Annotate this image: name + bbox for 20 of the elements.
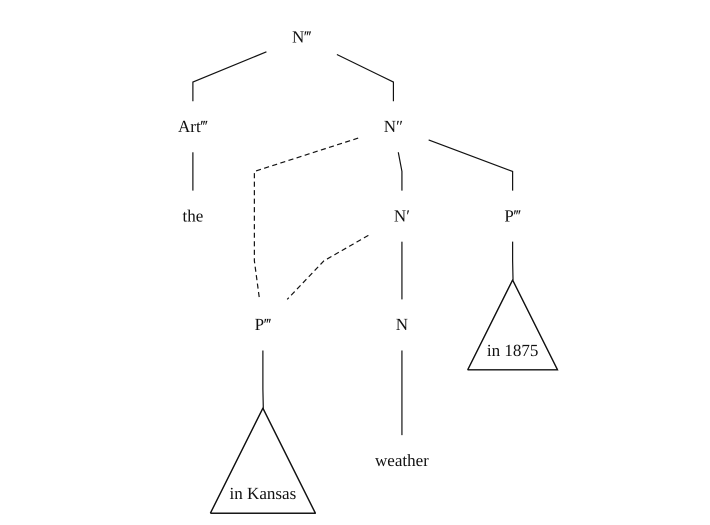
connector [428, 139, 514, 191]
node-text: the [182, 206, 204, 226]
connector [254, 138, 358, 300]
node-text: N [396, 316, 408, 334]
connector [401, 350, 403, 436]
connector [286, 234, 369, 300]
node-text: N‴ [292, 28, 312, 47]
connector [398, 152, 403, 191]
node-text: N″ [384, 117, 404, 136]
node-text: P‴ [504, 206, 521, 226]
connector [512, 242, 514, 280]
node-text: P‴ [254, 316, 272, 334]
node-text: N′ [394, 206, 410, 226]
node-text: Art‴ [178, 117, 208, 136]
connector [192, 51, 267, 102]
connector [192, 152, 194, 191]
connector [401, 242, 403, 300]
connector [262, 350, 264, 409]
connector [336, 54, 394, 102]
node-text: weather [374, 451, 429, 470]
